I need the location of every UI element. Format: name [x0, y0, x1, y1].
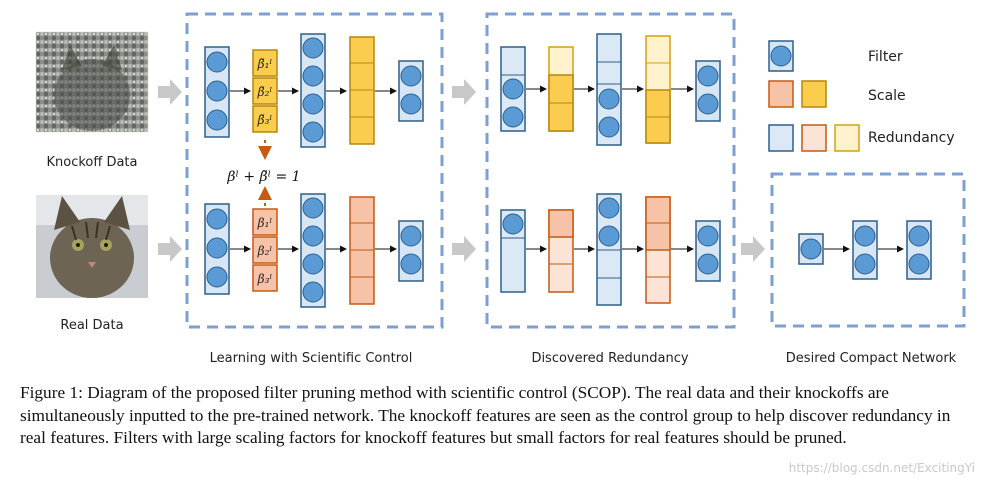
beta-knockoff-2: β̃₂ˡ	[257, 85, 273, 99]
discovered-panel	[485, 12, 736, 329]
legend-scale-label: Scale	[868, 88, 906, 104]
discovered-real-row	[500, 193, 721, 306]
legend: Filter Scale Redundancy	[768, 40, 955, 152]
compact-network	[798, 220, 932, 280]
gray-arrow-knockoff	[158, 79, 182, 105]
learning-panel	[185, 12, 444, 329]
discovered-knockoff-row	[500, 33, 721, 146]
legend-scale: Scale	[768, 80, 906, 108]
beta-real-2: β₂ˡ	[257, 244, 273, 258]
beta-knockoff-1: β̃₁ˡ	[257, 57, 273, 71]
constraint-equation: βˡ + β̃ˡ = 1	[226, 169, 300, 185]
compact-panel	[770, 172, 966, 328]
legend-filter: Filter	[768, 40, 903, 72]
gray-arrow-compact	[741, 236, 765, 262]
discovered-panel-label: Discovered Redundancy	[531, 351, 688, 366]
learning-knockoff-row: β̃₁ˡ β̃₂ˡ β̃₃ˡ	[204, 33, 424, 148]
legend-filter-label: Filter	[868, 49, 903, 65]
learning-panel-label: Learning with Scientific Control	[210, 351, 413, 366]
knockoff-label: Knockoff Data	[46, 155, 137, 170]
gray-arrow-top-mid	[452, 79, 476, 105]
compact-panel-label: Desired Compact Network	[786, 351, 957, 366]
learning-real-row: β₁ˡ β₂ˡ β₃ˡ	[204, 193, 424, 308]
real-label: Real Data	[60, 318, 123, 333]
gray-arrow-bottom-mid	[452, 236, 476, 262]
legend-redundancy: Redundancy	[768, 124, 955, 152]
beta-real-1: β₁ˡ	[257, 216, 273, 230]
watermark: https://blog.csdn.net/ExcitingYi	[788, 461, 975, 475]
legend-redundancy-label: Redundancy	[868, 130, 955, 146]
knockoff-beta-scales: β̃₁ˡ β̃₂ˡ β̃₃ˡ	[252, 49, 278, 133]
real-image	[36, 195, 148, 298]
figure-caption: Figure 1: Diagram of the proposed filter…	[20, 383, 951, 447]
real-beta-scales: β₁ˡ β₂ˡ β₃ˡ	[252, 208, 278, 292]
beta-real-3: β₃ˡ	[257, 272, 273, 286]
knockoff-image	[35, 31, 149, 133]
scop-diagram: Knockoff Data Real Data Learning with Sc…	[35, 12, 966, 366]
beta-knockoff-3: β̃₃ˡ	[257, 113, 273, 127]
gray-arrow-real	[158, 236, 182, 262]
